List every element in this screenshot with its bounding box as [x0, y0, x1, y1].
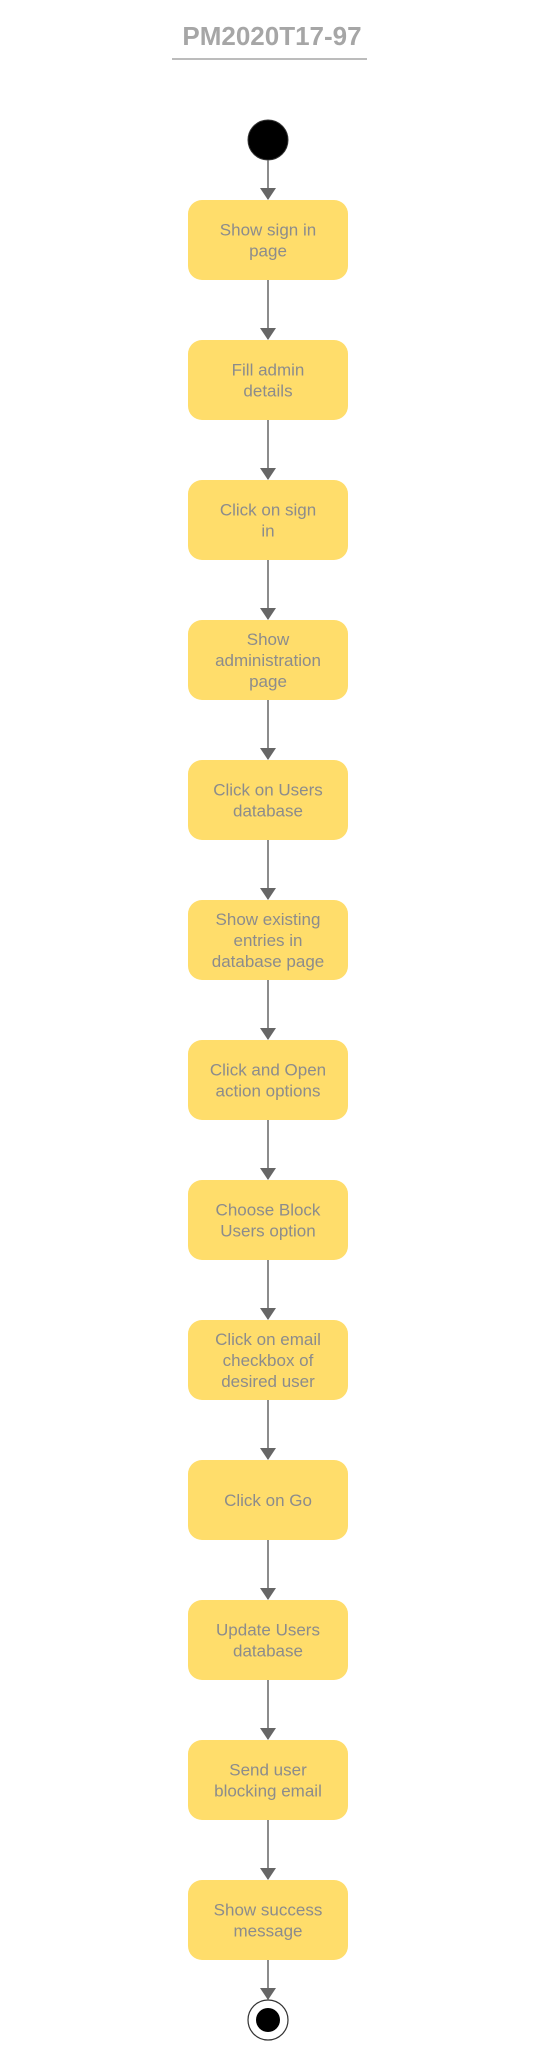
- end-node-inner-dot: [256, 2008, 280, 2032]
- activity-node-label: Click on Go: [224, 1491, 312, 1510]
- activity-node-box: [188, 1880, 348, 1960]
- activity-node-box: [188, 200, 348, 280]
- activity-node-box: [188, 1740, 348, 1820]
- end-node: [247, 1999, 289, 2041]
- activity-node-box: [188, 760, 348, 840]
- activity-node-box: [188, 1180, 348, 1260]
- activity-node-box: [188, 1320, 348, 1400]
- activity-node: Click on Go: [188, 1460, 348, 1540]
- activity-node-box: [188, 620, 348, 700]
- activity-node-box: [188, 1040, 348, 1120]
- activity-node-box: [188, 900, 348, 980]
- activity-node-box: [188, 1460, 348, 1540]
- activity-node-box: [188, 340, 348, 420]
- diagram-title-text: PM2020T17-97: [182, 21, 361, 51]
- start-node: [247, 119, 289, 161]
- activity-node-box: [188, 1600, 348, 1680]
- diagram-title: PM2020T17-97: [172, 21, 367, 60]
- activity-node-box: [188, 480, 348, 560]
